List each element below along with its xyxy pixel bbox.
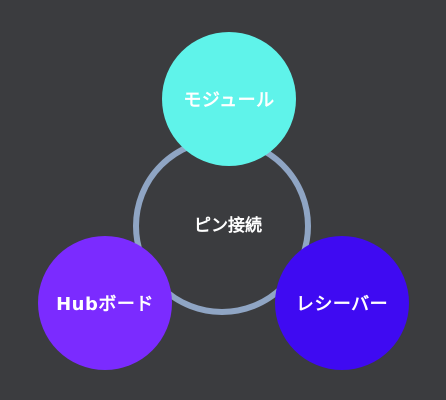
center-label: ピン接続: [194, 216, 262, 236]
receiver-node: レシーバー: [275, 236, 409, 370]
hub-board-node: Hubボード: [38, 236, 172, 370]
hub-board-label: Hubボード: [56, 294, 154, 315]
module-label: モジュール: [183, 90, 275, 111]
module-node: モジュール: [162, 32, 296, 166]
receiver-label: レシーバー: [295, 294, 389, 315]
